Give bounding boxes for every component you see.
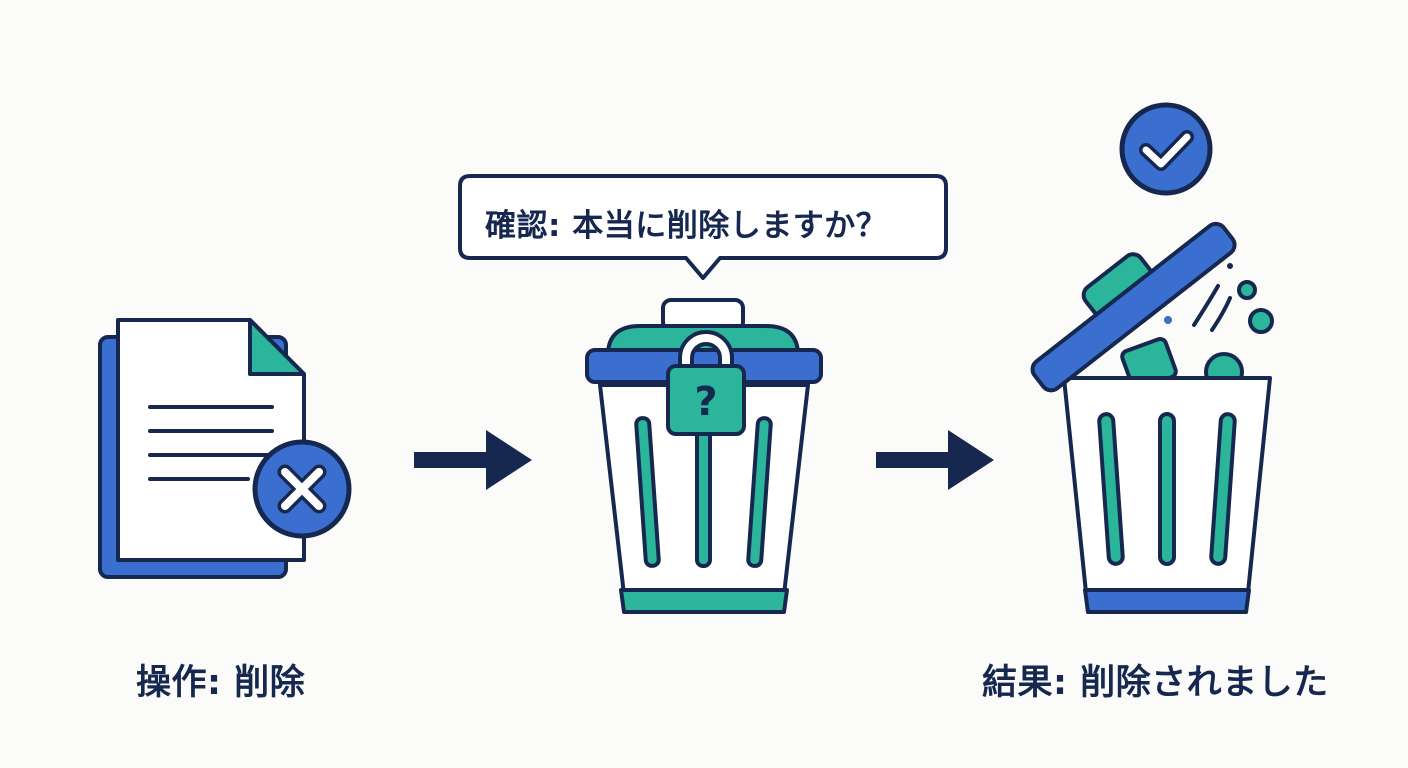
open-trash-icon: [1030, 221, 1274, 614]
locked-trash-icon: ?: [585, 298, 823, 614]
trash-stripe: [1158, 412, 1176, 566]
trash-open-lid: [1030, 221, 1237, 393]
question-lock-icon: ?: [666, 330, 746, 436]
debris-dots: [1164, 263, 1274, 334]
trash-stripe: [746, 416, 773, 568]
document-folded-corner: [248, 318, 306, 376]
document-delete-icon: [98, 318, 352, 579]
trash-stripe: [1209, 412, 1237, 566]
trash-base: [1083, 588, 1251, 614]
arrow-right-icon: [876, 430, 994, 490]
trash-stripe: [1097, 412, 1125, 566]
confirmation-bubble: [458, 174, 948, 280]
step-operation-label: 操作: 削除: [136, 663, 306, 703]
arrow-right-icon: [414, 430, 532, 490]
trash-stripe: [695, 416, 712, 568]
trash-stripe: [634, 416, 661, 568]
check-icon: [1119, 102, 1213, 196]
confirmation-text: 確認: 本当に削除しますか？: [485, 208, 888, 244]
trash-base: [619, 588, 789, 614]
x-mark-icon: [252, 439, 352, 539]
svg-text:?: ?: [694, 379, 717, 425]
step-result-label: 結果: 削除されました: [982, 663, 1329, 703]
